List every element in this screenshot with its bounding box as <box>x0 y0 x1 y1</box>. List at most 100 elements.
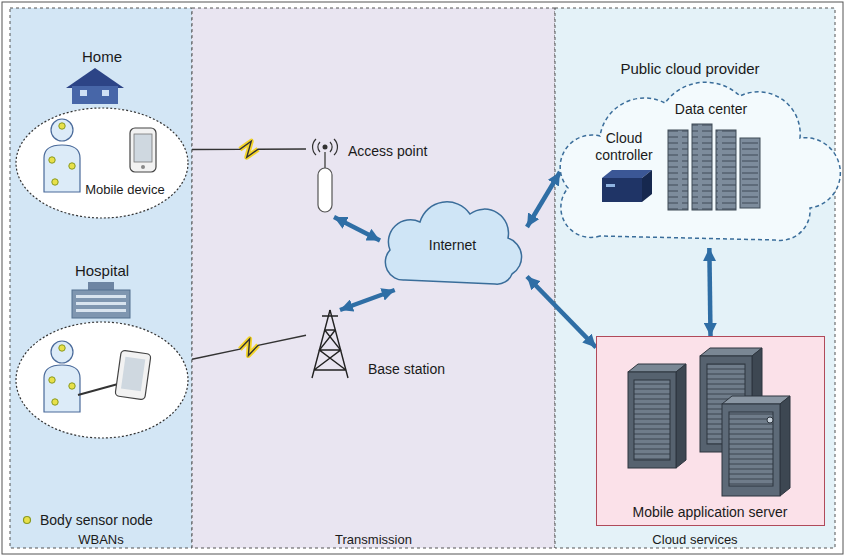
text-holder: Base station <box>368 360 463 378</box>
arrow-shaft <box>527 172 560 227</box>
text-holder: Transmission <box>192 530 555 548</box>
person-figure <box>44 119 80 192</box>
sensor-dot <box>52 179 58 185</box>
legend-item: Body sensor node <box>20 512 153 529</box>
node-label: Mobile device <box>85 182 165 198</box>
text-holder: Hospital <box>14 262 190 280</box>
signal-source <box>323 145 328 150</box>
node-label: Base station <box>368 361 445 378</box>
tower-bracing <box>314 330 346 370</box>
site-ellipse <box>16 108 188 218</box>
phone-body <box>130 128 156 172</box>
sensor-dot <box>52 399 58 405</box>
person-head <box>51 341 73 363</box>
person-body <box>44 145 80 192</box>
arrow-shaft <box>334 217 380 241</box>
node-label: Hospital <box>75 262 129 280</box>
data-link-arrow <box>340 290 395 310</box>
text-holder: Public cloud provider <box>590 60 790 78</box>
band-region: Transmission Access pointBase station Inte… <box>192 8 555 548</box>
house-roof <box>66 68 124 88</box>
controller-side <box>642 170 652 202</box>
wireless-link <box>192 335 306 359</box>
text-holder: Cloud services <box>555 530 835 548</box>
sensor-dot <box>69 163 75 169</box>
server-dial <box>767 417 773 423</box>
band-background <box>10 8 192 548</box>
text-holder: Access point <box>348 142 443 160</box>
text-holder: Data center <box>664 100 758 118</box>
data-link-arrow <box>527 277 596 348</box>
phone-screen <box>134 134 152 162</box>
server-front <box>634 380 670 460</box>
sensor-dot <box>49 377 55 383</box>
arrow-shaft <box>527 277 596 348</box>
tablet-icon <box>78 350 151 400</box>
hospital-windows <box>76 302 126 305</box>
node-label: Mobile application server <box>633 504 788 521</box>
hospital-windows <box>76 309 126 312</box>
server-front <box>729 412 773 486</box>
controller-front <box>602 178 642 202</box>
cloud-provider: Public cloud providerCloud controllerDat… <box>560 58 822 248</box>
server-rack <box>716 130 736 210</box>
text-holder: Internet <box>380 236 525 254</box>
controller-icon <box>602 170 652 202</box>
sensor-dot <box>49 157 55 163</box>
server-rack <box>668 130 688 210</box>
base-station: Base station <box>306 310 476 382</box>
text-holder: Home <box>14 48 190 66</box>
legend-label: Body sensor node <box>40 512 153 529</box>
tablet-body <box>115 350 151 400</box>
text-holder: Mobile device <box>77 180 173 198</box>
hospital-building <box>72 290 130 318</box>
house-wall <box>72 86 118 104</box>
access-point-icon <box>313 139 338 212</box>
hospital-windows <box>76 295 126 298</box>
node-label: Home <box>82 48 122 66</box>
data-link-arrow <box>527 172 560 227</box>
server-top <box>722 396 790 404</box>
phone-button <box>141 165 145 169</box>
server-side <box>676 364 686 468</box>
sensor-dot <box>59 123 65 129</box>
legend-swatch <box>20 513 34 527</box>
band-label: WBANs <box>78 532 124 548</box>
cloud-shape <box>560 82 840 240</box>
node-label: Public cloud provider <box>620 60 759 78</box>
band-background <box>192 8 555 548</box>
band-label: Transmission <box>335 532 412 548</box>
data-link-arrow <box>709 248 710 336</box>
internet-cloud: Internet <box>380 200 527 290</box>
server-tower <box>722 404 780 496</box>
antenna-stick <box>324 152 326 168</box>
cloud-shape <box>385 202 521 284</box>
band-label: Cloud services <box>652 532 737 548</box>
text-holder: Mobile application server <box>597 503 823 521</box>
node-label: Internet <box>429 237 476 254</box>
text-holder: WBANs <box>10 530 192 548</box>
node-label: Access point <box>348 143 427 160</box>
house-icon <box>66 68 124 104</box>
tablet-screen <box>121 357 145 391</box>
person-head <box>51 119 73 141</box>
house-window <box>102 90 109 96</box>
access-point-body <box>318 168 332 212</box>
server-side <box>780 396 790 496</box>
mobile-device-icon <box>130 128 156 172</box>
node-label: Cloud controller <box>588 130 660 164</box>
server-tower <box>628 372 676 468</box>
server-towers <box>628 348 790 496</box>
server-rack <box>740 138 760 208</box>
arrow-shaft <box>340 290 395 310</box>
rack-group <box>668 124 760 210</box>
sensor-dot <box>59 345 65 351</box>
controller-light <box>606 184 615 187</box>
person-body <box>44 365 80 412</box>
wireless-link <box>192 141 306 157</box>
band-region: Cloud services Public cloud providerCloud… <box>555 8 835 548</box>
arrow-shaft <box>709 248 710 336</box>
